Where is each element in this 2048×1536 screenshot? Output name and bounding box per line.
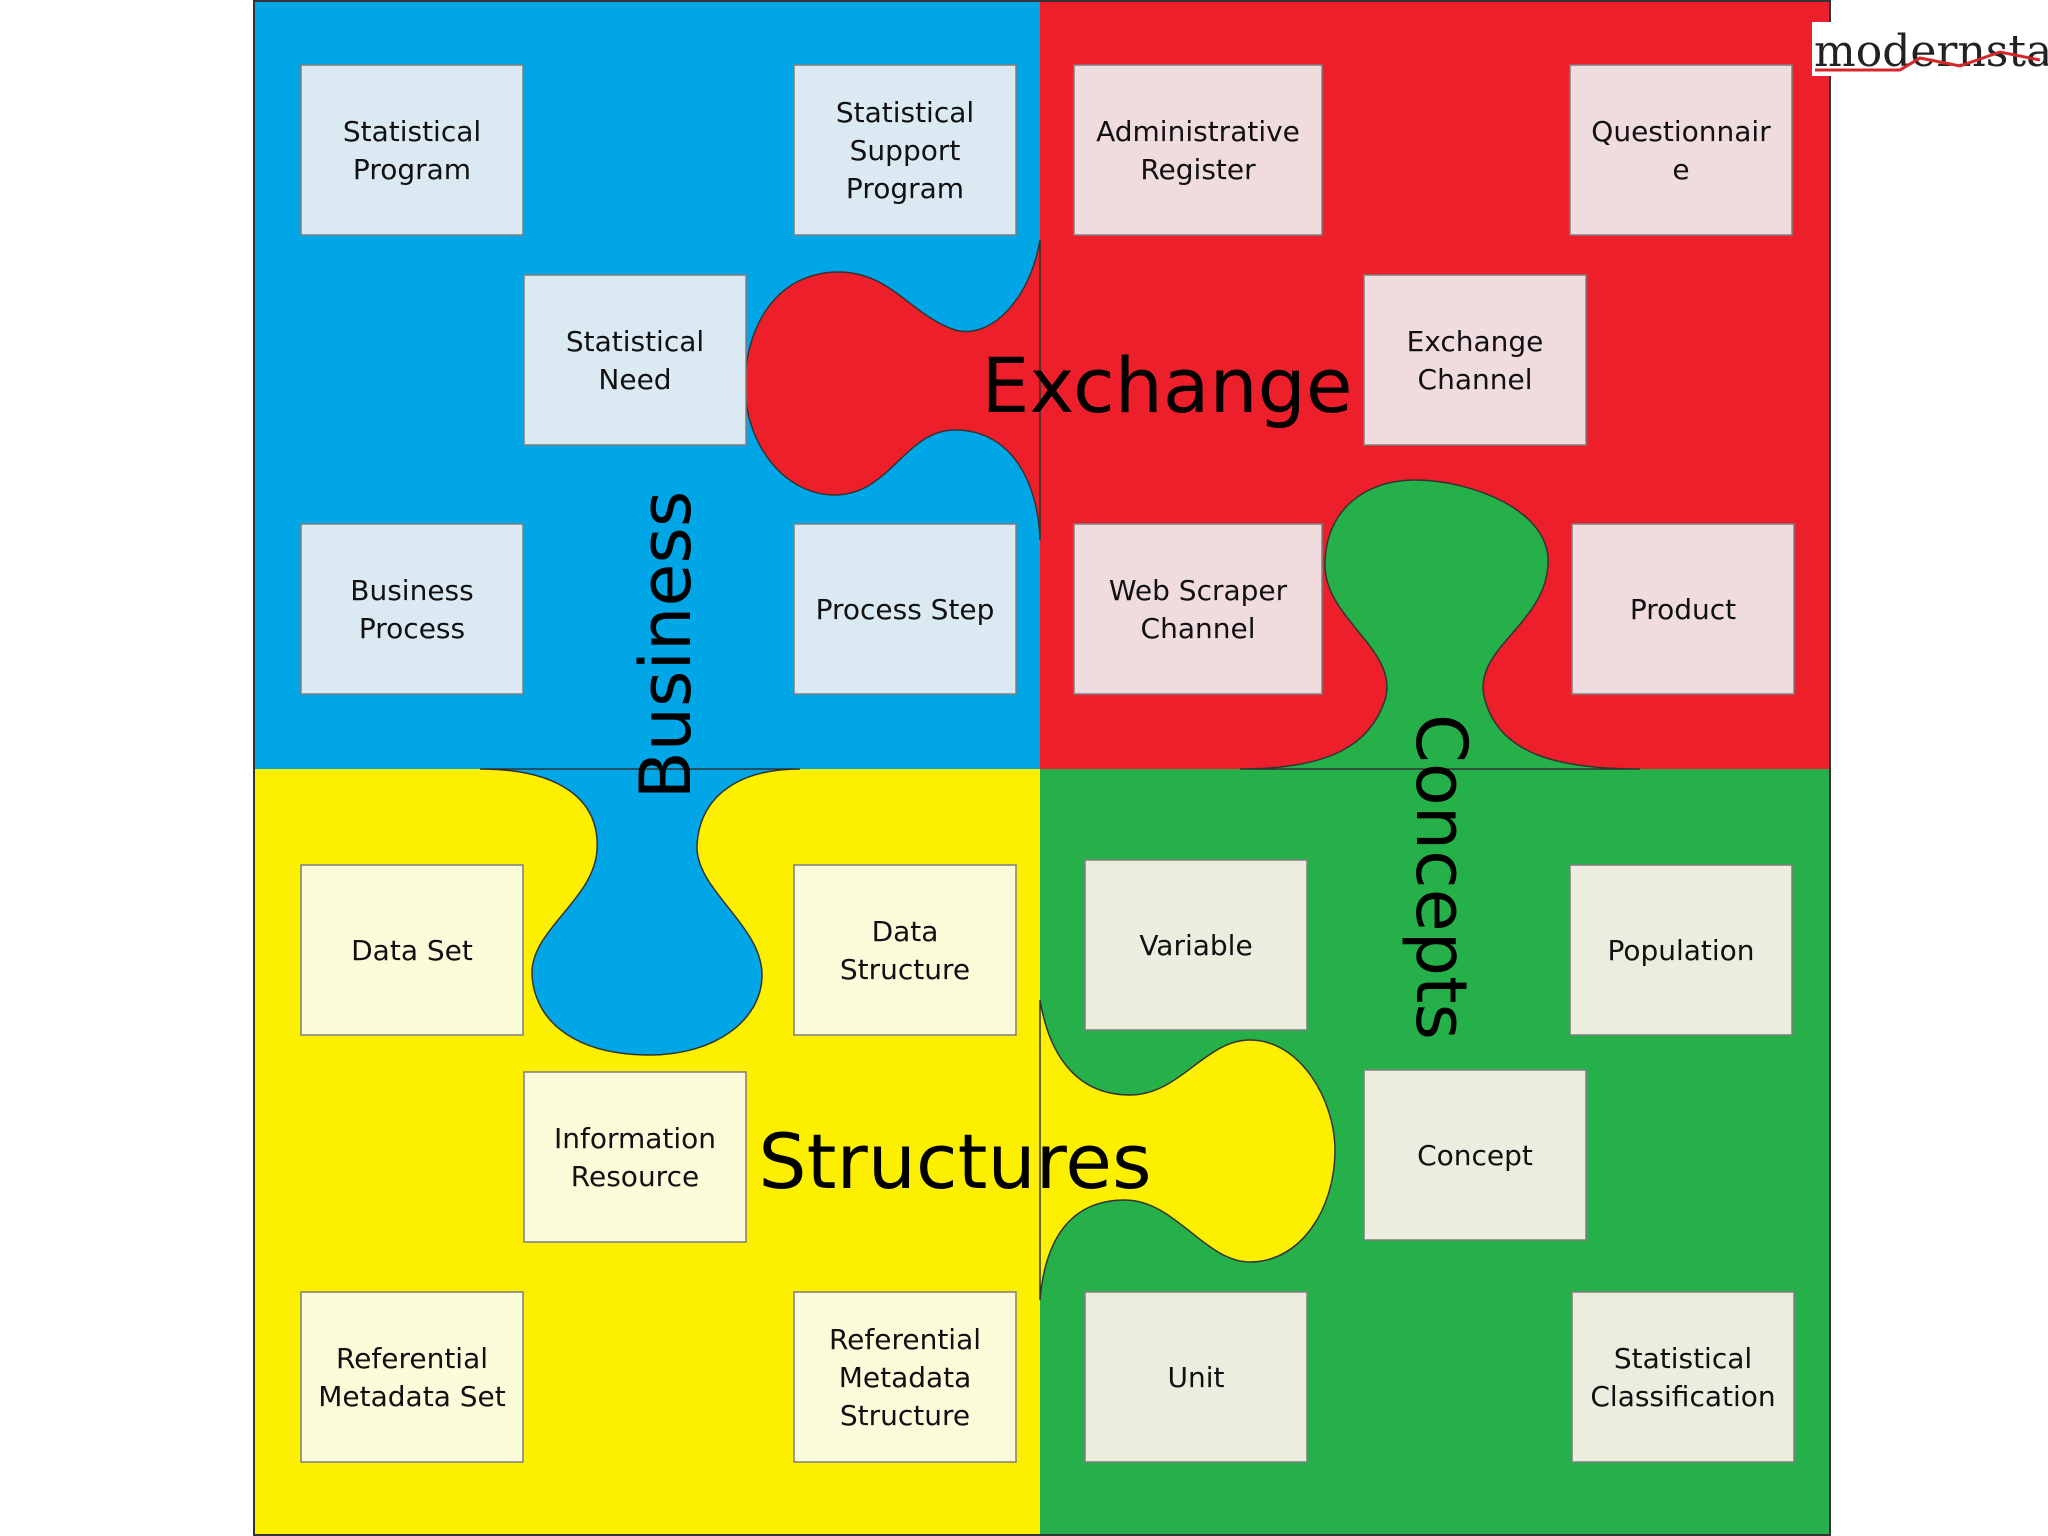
box-label-line: Concept xyxy=(1417,1139,1533,1172)
concepts-knob xyxy=(1239,479,1641,770)
modernstats-logo: modernstats xyxy=(1812,22,2048,77)
box-label-line: Need xyxy=(598,363,671,396)
box-label-line: Business xyxy=(350,574,473,607)
box-rect xyxy=(300,64,524,236)
logo-background xyxy=(1812,22,2048,76)
box-rect xyxy=(1084,1291,1308,1463)
box-label-line: Product xyxy=(1630,593,1736,626)
business-title: Business xyxy=(625,491,707,800)
box-population: Population xyxy=(1569,864,1793,1036)
box-rect xyxy=(793,864,1017,1036)
box-rect xyxy=(300,864,524,1036)
box-rect xyxy=(523,1071,747,1243)
box-rect xyxy=(300,523,524,695)
concepts-title: Concepts xyxy=(1400,714,1482,1040)
box-label-line: Process Step xyxy=(816,593,995,626)
box-rect xyxy=(793,64,1017,236)
box-label-line: Population xyxy=(1607,934,1754,967)
box-label-line: Web Scraper xyxy=(1109,574,1288,607)
box-rect xyxy=(1571,523,1795,695)
box-label-line: Referential xyxy=(336,1342,488,1375)
box-label-line: Metadata xyxy=(839,1361,972,1394)
box-rect xyxy=(1073,523,1323,695)
box-label-line: Channel xyxy=(1418,363,1533,396)
structures-title: Structures xyxy=(758,1117,1151,1206)
logo-underline xyxy=(1815,50,2041,72)
box-label-line: Administrative xyxy=(1096,115,1300,148)
box-variable: Variable xyxy=(1084,859,1308,1031)
box-label-line: Program xyxy=(353,153,471,186)
box-label-line: Channel xyxy=(1141,612,1256,645)
box-label-line: Data xyxy=(872,915,939,948)
box-rect xyxy=(793,523,1017,695)
box-rect xyxy=(1363,274,1587,446)
structures-knob xyxy=(1039,999,1336,1301)
box-label-line: Data Set xyxy=(351,934,473,967)
box-label-line: Resource xyxy=(571,1160,699,1193)
box-label-line: Referential xyxy=(829,1323,981,1356)
box-questionnaire: Questionnair e xyxy=(1569,64,1793,236)
box-rect xyxy=(1571,1291,1795,1463)
box-label-line: Questionnair xyxy=(1591,115,1771,148)
box-label-line: Structure xyxy=(840,953,970,986)
box-label-line: Unit xyxy=(1168,1361,1225,1394)
box-rect xyxy=(1569,64,1793,236)
box-rect xyxy=(793,1291,1017,1463)
box-label-line: Process xyxy=(359,612,465,645)
box-label-line: Classification xyxy=(1590,1380,1775,1413)
box-label-line: Metadata Set xyxy=(318,1380,505,1413)
box-rect xyxy=(1363,1069,1587,1241)
box-label-line: Support xyxy=(850,134,961,167)
box-label-line: Program xyxy=(846,172,964,205)
box-data-set: Data Set xyxy=(300,864,524,1036)
box-label-line: Variable xyxy=(1139,929,1252,962)
box-rect xyxy=(300,1291,524,1463)
diagram-frame xyxy=(253,0,1831,1536)
box-label-line: Statistical xyxy=(343,115,481,148)
box-label-line: Register xyxy=(1140,153,1256,186)
box-label-line: Structure xyxy=(840,1399,970,1432)
box-process-step: Process Step xyxy=(793,523,1017,695)
exchange-title: Exchange xyxy=(981,341,1352,430)
box-label-line: Information xyxy=(554,1122,716,1155)
box-label-line: Statistical xyxy=(566,325,704,358)
box-concept: Concept xyxy=(1363,1069,1587,1241)
box-rect xyxy=(1084,859,1308,1031)
box-rect xyxy=(1073,64,1323,236)
box-label-line: Statistical xyxy=(1614,1342,1752,1375)
box-label-line: Exchange xyxy=(1407,325,1544,358)
box-rect xyxy=(523,274,747,446)
box-label-line: e xyxy=(1672,153,1689,186)
box-label-line: Statistical xyxy=(836,96,974,129)
box-unit: Unit xyxy=(1084,1291,1308,1463)
business-knob xyxy=(479,768,801,1056)
box-product: Product xyxy=(1571,523,1795,695)
boxes-layer: StatisticalProgramStatisticalSupportProg… xyxy=(300,64,1795,1463)
box-rect xyxy=(1569,864,1793,1036)
